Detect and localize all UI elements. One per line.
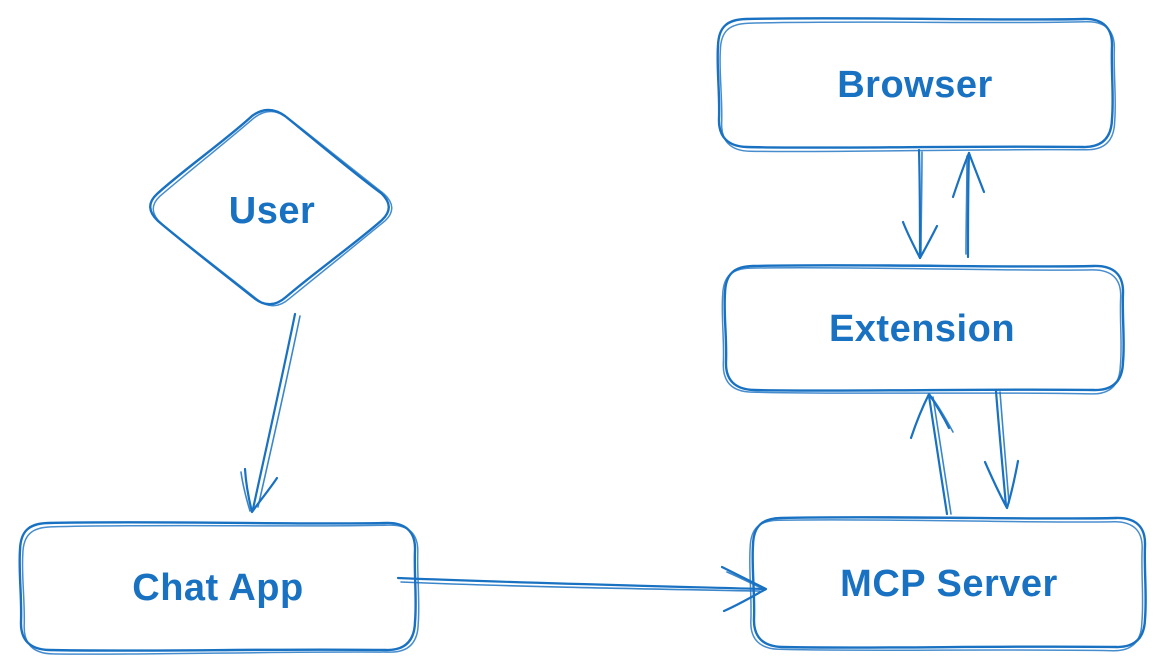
node-chat-app: Chat App: [18, 521, 420, 655]
arrowhead-down: [983, 459, 1020, 510]
extension-box-echo: [721, 266, 1122, 395]
arrow-shaft-echo: [965, 155, 968, 255]
arrowhead-down: [901, 220, 939, 260]
node-user: User: [149, 108, 393, 307]
node-extension-label: Extension: [829, 308, 1015, 350]
node-browser: Browser: [716, 17, 1117, 153]
arrow-shaft: [927, 394, 949, 516]
arrow-shaft: [917, 148, 922, 260]
arrow-shaft-echo: [400, 581, 761, 592]
arrow-shaft-echo: [999, 391, 1010, 504]
arrowhead-echo: [726, 571, 766, 591]
node-mcp-server-label: MCP Server: [840, 563, 1058, 605]
arrowhead-up: [951, 151, 986, 199]
node-user-label: User: [229, 190, 316, 232]
node-chat-app-label: Chat App: [132, 567, 303, 609]
extension-box: [723, 264, 1125, 392]
arrow-shaft: [966, 151, 971, 259]
node-extension: Extension: [721, 264, 1125, 395]
arrow-shaft: [396, 576, 766, 591]
browser-box: [716, 17, 1114, 149]
edge-user-to-chat-app: [240, 312, 301, 514]
arrow-shaft-echo: [257, 315, 301, 508]
arrow-shaft: [994, 389, 1008, 508]
arrowhead-right: [720, 565, 768, 613]
edge-extension-to-mcp-server: [983, 389, 1020, 510]
arrow-shaft-echo: [920, 151, 923, 256]
chat-app-box-echo: [21, 524, 420, 655]
arrowhead-down-left: [243, 467, 279, 514]
arrowhead-echo: [240, 471, 251, 512]
node-mcp-server: MCP Server: [748, 516, 1147, 652]
edge-mcp-server-to-extension: [909, 392, 954, 516]
arrow-shaft-echo: [932, 396, 952, 515]
browser-box-echo: [719, 21, 1117, 153]
arrowhead-echo: [929, 394, 954, 433]
node-browser-label: Browser: [837, 64, 993, 106]
arrow-shaft: [251, 312, 297, 511]
edge-extension-to-browser: [951, 151, 986, 259]
chat-app-box: [18, 521, 417, 652]
edge-chat-app-to-mcp-server: [396, 565, 768, 613]
diamond-shape: [149, 108, 390, 306]
edge-browser-to-extension: [901, 148, 939, 260]
